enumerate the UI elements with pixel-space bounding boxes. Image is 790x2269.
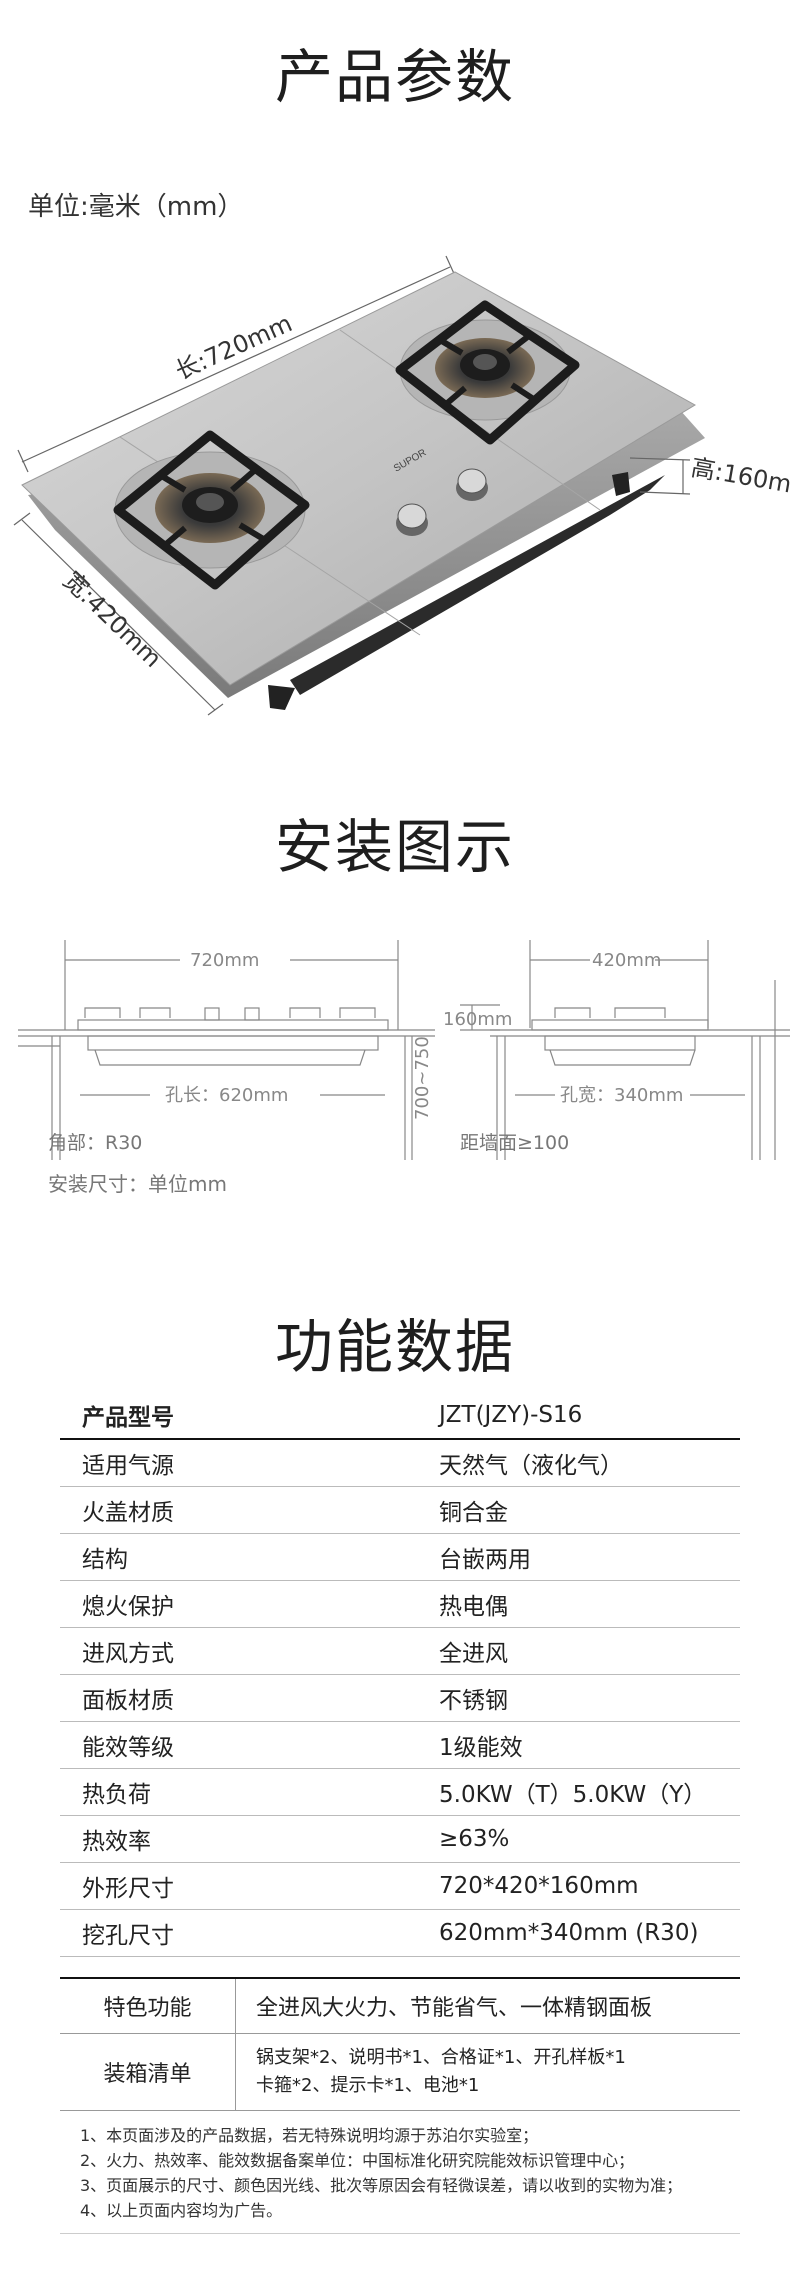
section-title-specs: 功能数据 — [274, 1313, 515, 1381]
install-diagram: 720mm 孔长：620mm 700~750 420 — [0, 920, 790, 1220]
feature-value: 全进风大火力、节能省气、一体精钢面板 — [235, 1978, 740, 2034]
packing-line: 卡箍*2、提示卡*1、电池*1 — [256, 2075, 480, 2096]
spec-value: 720*420*160mm — [439, 1862, 740, 1910]
footnote: 2、火力、热效率、能效数据备案单位：中国标准化研究院能效标识管理中心； — [80, 2151, 635, 2170]
corner-radius-label: 角部：R30 — [48, 1132, 143, 1154]
install-unit-label: 安装尺寸：单位mm — [48, 1172, 227, 1196]
footnote: 4、以上页面内容均为广告。 — [80, 2201, 283, 2220]
spec-value: 台嵌两用 — [439, 1533, 740, 1581]
feature-table: 特色功能 全进风大火力、节能省气、一体精钢面板 装箱清单 锅支架*2、说明书*1… — [60, 1977, 740, 2111]
table-row: 熄火保护热电偶 — [60, 1580, 740, 1628]
right-width-label: 420mm — [592, 950, 661, 971]
height-label: 高:160mm — [689, 453, 790, 502]
spec-value: 热电偶 — [439, 1580, 740, 1628]
unit-label: 单位:毫米（mm） — [28, 192, 244, 222]
footnote: 3、页面展示的尺寸、颜色因光线、批次等原因会有轻微误差，请以收到的实物为准； — [80, 2176, 683, 2195]
spec-key: 热效率 — [60, 1815, 439, 1863]
wall-distance-label: 距墙面≥100 — [460, 1132, 570, 1154]
spec-value: 1级能效 — [439, 1721, 740, 1769]
spec-key: 产品型号 — [60, 1392, 439, 1440]
spec-key: 进风方式 — [60, 1627, 439, 1675]
spec-value: 5.0KW（T）5.0KW（Y） — [439, 1768, 740, 1816]
spec-key: 外形尺寸 — [60, 1862, 439, 1910]
spec-value: 不锈钢 — [439, 1674, 740, 1722]
spec-value: 铜合金 — [439, 1486, 740, 1534]
spec-key: 面板材质 — [60, 1674, 439, 1722]
table-row: 火盖材质铜合金 — [60, 1486, 740, 1534]
hole-length-label: 孔长：620mm — [165, 1085, 288, 1106]
table-row: 适用气源天然气（液化气） — [60, 1439, 740, 1487]
spec-value: JZT(JZY)-S16 — [439, 1392, 740, 1440]
spec-value: 620mm*340mm (R30) — [439, 1909, 740, 1957]
packing-line: 锅支架*2、说明书*1、合格证*1、开孔样板*1 — [256, 2047, 626, 2068]
spec-key: 熄火保护 — [60, 1580, 439, 1628]
table-row: 进风方式全进风 — [60, 1627, 740, 1675]
packing-value: 锅支架*2、说明书*1、合格证*1、开孔样板*1 卡箍*2、提示卡*1、电池*1 — [235, 2033, 740, 2111]
left-burner — [113, 430, 310, 590]
spec-value: ≥63% — [439, 1815, 740, 1863]
side-view — [460, 940, 790, 1160]
spec-key: 结构 — [60, 1533, 439, 1581]
spec-value: 天然气（液化气） — [439, 1439, 740, 1487]
table-row: 装箱清单 锅支架*2、说明书*1、合格证*1、开孔样板*1 卡箍*2、提示卡*1… — [60, 2033, 740, 2111]
packing-key: 装箱清单 — [60, 2033, 236, 2111]
hole-width-label: 孔宽：340mm — [560, 1085, 683, 1106]
divider — [60, 2233, 740, 2234]
left-width-label: 720mm — [190, 950, 259, 971]
table-row: 面板材质不锈钢 — [60, 1674, 740, 1722]
spec-key: 能效等级 — [60, 1721, 439, 1769]
right-burner — [395, 300, 580, 445]
spec-key: 热负荷 — [60, 1768, 439, 1816]
cabinet-height-label: 700~750 — [412, 1036, 433, 1120]
spec-value: 全进风 — [439, 1627, 740, 1675]
spec-key: 适用气源 — [60, 1439, 439, 1487]
table-row: 特色功能 全进风大火力、节能省气、一体精钢面板 — [60, 1978, 740, 2034]
table-row: 热效率≥63% — [60, 1815, 740, 1863]
section-title-params: 产品参数 — [274, 43, 515, 111]
spec-key: 火盖材质 — [60, 1486, 439, 1534]
feature-key: 特色功能 — [60, 1978, 236, 2034]
stove-illustration: 长:720mm — [0, 240, 790, 720]
section-title-install: 安装图示 — [274, 813, 515, 881]
table-row: 结构台嵌两用 — [60, 1533, 740, 1581]
footnote: 1、本页面涉及的产品数据，若无特殊说明均源于苏泊尔实验室； — [80, 2126, 539, 2145]
stove-height-label: 160mm — [443, 1009, 512, 1030]
footnotes: 1、本页面涉及的产品数据，若无特殊说明均源于苏泊尔实验室； 2、火力、热效率、能… — [80, 2123, 760, 2223]
front-view — [18, 940, 435, 1160]
spec-key: 挖孔尺寸 — [60, 1909, 439, 1957]
